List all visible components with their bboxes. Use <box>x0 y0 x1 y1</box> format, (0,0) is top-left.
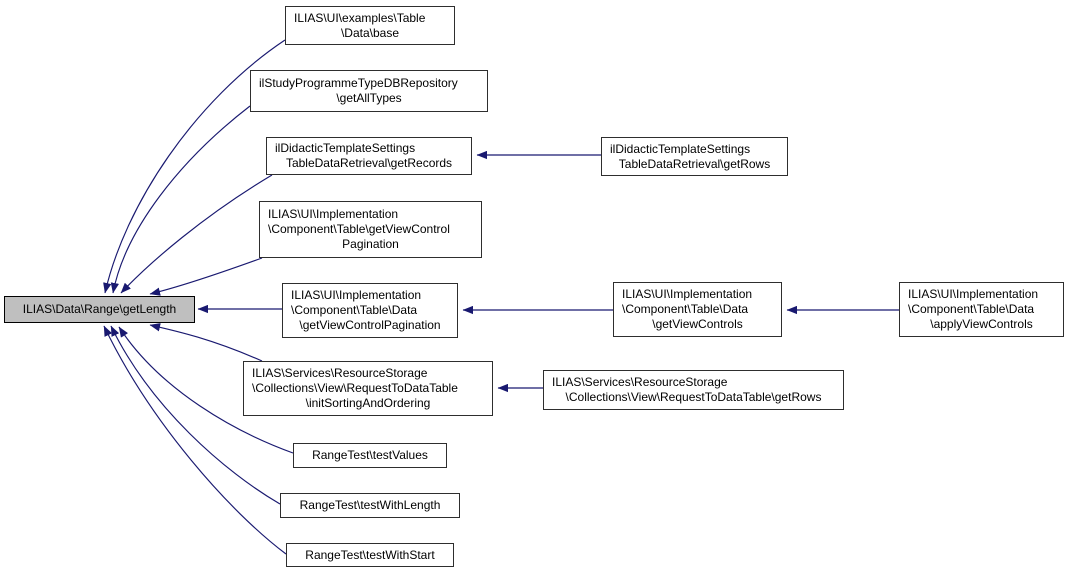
node-didacticGetRows[interactable]: ilDidacticTemplateSettings TableDataRetr… <box>601 137 788 176</box>
node-getViewControls-label-line3: \getViewControls <box>652 317 743 331</box>
node-didacticGetRows-label-line2: TableDataRetrieval\getRows <box>618 156 771 171</box>
node-testValues[interactable]: RangeTest\testValues <box>293 443 447 468</box>
node-initSortingAndOrdering-label-line2: \Collections\View\RequestToDataTable <box>252 381 458 395</box>
edge-initSortingAndOrdering-to-getLength <box>149 323 263 362</box>
node-tableDataGetViewControlPagination-label-line3: \getViewControlPagination <box>299 318 441 332</box>
edge-tableGetViewControlPagination-to-getLength <box>149 257 263 296</box>
node-applyViewControls-label-line3: \applyViewControls <box>930 317 1033 331</box>
node-tableDataGetViewControlPagination[interactable]: ILIAS\UI\Implementation \Component\Table… <box>282 283 458 338</box>
node-getAllTypes-label-line1: ilStudyProgrammeTypeDBRepository <box>259 76 458 90</box>
node-didacticGetRows-label-line1: ilDidacticTemplateSettings <box>610 141 751 156</box>
node-tableGetViewControlPagination-label-line2: \Component\Table\getViewControl <box>268 222 450 236</box>
edge-base-to-getLength <box>103 39 286 294</box>
node-getRecords[interactable]: ilDidacticTemplateSettings TableDataRetr… <box>266 137 472 175</box>
node-requestToDataTableGetRows-label-line1: ILIAS\Services\ResourceStorage <box>552 375 728 389</box>
node-initSortingAndOrdering-label-line3: \initSortingAndOrdering <box>305 396 431 410</box>
node-getViewControls[interactable]: ILIAS\UI\Implementation \Component\Table… <box>613 282 782 337</box>
edge-getAllTypes-to-getLength <box>110 105 251 294</box>
node-testWithStart-label: RangeTest\testWithStart <box>305 547 435 562</box>
node-tableGetViewControlPagination-label-line3: Pagination <box>342 237 399 251</box>
edge-testWithStart-to-getLength <box>103 325 287 555</box>
node-base-label-line2: \Data\base <box>340 25 400 40</box>
node-applyViewControls-label-line2: \Component\Table\Data <box>908 302 1035 316</box>
node-tableDataGetViewControlPagination-label-line1: ILIAS\UI\Implementation <box>291 288 422 302</box>
node-tableGetViewControlPagination[interactable]: ILIAS\UI\Implementation \Component\Table… <box>259 201 482 258</box>
node-initSortingAndOrdering[interactable]: ILIAS\Services\ResourceStorage \Collecti… <box>243 361 493 416</box>
node-applyViewControls[interactable]: ILIAS\UI\Implementation \Component\Table… <box>899 282 1064 337</box>
node-testWithLength[interactable]: RangeTest\testWithLength <box>280 493 460 518</box>
node-initSortingAndOrdering-label-line1: ILIAS\Services\ResourceStorage <box>252 366 428 380</box>
node-testValues-label: RangeTest\testValues <box>312 448 428 462</box>
node-getLength[interactable]: ILIAS\Data\Range\getLength <box>4 296 195 323</box>
node-getRecords-label-line1: ilDidacticTemplateSettings <box>275 141 416 155</box>
edge-getRecords-to-getLength <box>120 174 273 294</box>
node-testWithLength-label: RangeTest\testWithLength <box>299 498 441 512</box>
node-getLength-label: ILIAS\Data\Range\getLength <box>22 302 177 316</box>
node-tableDataGetViewControlPagination-label-line2: \Component\Table\Data <box>291 303 418 317</box>
node-requestToDataTableGetRows[interactable]: ILIAS\Services\ResourceStorage \Collecti… <box>543 370 844 410</box>
node-getViewControls-label-line2: \Component\Table\Data <box>622 302 749 316</box>
node-base[interactable]: ILIAS\UI\examples\Table \Data\base <box>285 6 455 45</box>
edge-testWithLength-to-getLength <box>110 325 281 505</box>
node-tableGetViewControlPagination-label-line1: ILIAS\UI\Implementation <box>268 207 399 221</box>
edge-testValues-to-getLength <box>118 326 294 454</box>
node-applyViewControls-label-line1: ILIAS\UI\Implementation <box>908 287 1039 301</box>
node-getAllTypes[interactable]: ilStudyProgrammeTypeDBRepository \getAll… <box>250 70 488 112</box>
node-testWithStart[interactable]: RangeTest\testWithStart <box>286 543 454 567</box>
node-getRecords-label-line2: TableDataRetrieval\getRecords <box>285 156 453 170</box>
node-getAllTypes-label-line2: \getAllTypes <box>336 91 402 105</box>
node-requestToDataTableGetRows-label-line2: \Collections\View\RequestToDataTable\get… <box>565 390 822 404</box>
node-getViewControls-label-line1: ILIAS\UI\Implementation <box>622 287 753 301</box>
node-base-label-line1: ILIAS\UI\examples\Table <box>294 10 426 25</box>
